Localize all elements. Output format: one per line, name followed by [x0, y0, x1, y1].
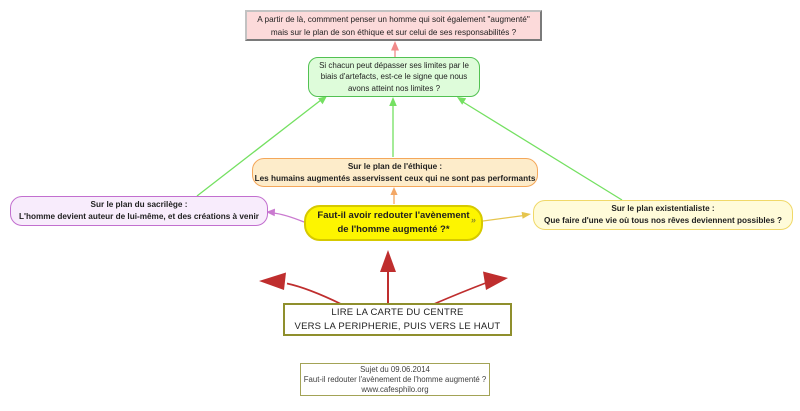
arrowhead — [389, 97, 397, 106]
node-text-line: Les humains augmentés asservissent ceux … — [254, 173, 536, 183]
node-text-line: L'homme devient auteur de lui-même, et d… — [19, 212, 259, 221]
node-text-line: Si chacun peut dépasser ses limites par … — [319, 60, 469, 70]
node-text-line: Sur le plan du sacrilège : — [90, 200, 188, 209]
node-text-line: avons atteint nos limites ? — [347, 83, 441, 93]
legend-text-line: VERS LA PERIPHERIE, PUIS VERS LE HAUT — [294, 320, 501, 332]
link-central-to-existentialist — [482, 214, 525, 222]
arrowhead — [391, 41, 399, 51]
arrowhead — [380, 250, 396, 272]
node-limits-question[interactable]: Si chacun peut dépasser ses limites par … — [308, 57, 480, 97]
node-sacrilege[interactable]: Sur le plan du sacrilège : L'homme devie… — [10, 196, 268, 226]
read-direction-arrow-left — [286, 282, 342, 305]
node-top-question[interactable]: A partir de là, commment penser un homme… — [245, 10, 542, 41]
footer-subject-title: Faut-il redouter l'avènement de l'homme … — [303, 374, 487, 384]
node-link-arrow-icon: » — [470, 215, 477, 225]
legend-text-line: LIRE LA CARTE DU CENTRE — [331, 306, 464, 318]
node-central-question[interactable]: Faut-il avoir redouter l'avènement de l'… — [304, 205, 483, 241]
arrowhead — [318, 96, 327, 105]
footer-website: www.cafesphilo.org — [361, 384, 429, 394]
legend-box: LIRE LA CARTE DU CENTRE VERS LA PERIPHER… — [283, 303, 512, 336]
node-text-line: biais d'artefacts, est-ce le signe que n… — [320, 72, 468, 82]
footer-subject-date: Sujet du 09.06.2014 — [360, 364, 430, 374]
link-sacrilege-to-limits — [196, 99, 322, 197]
link-central-to-sacrilege — [272, 212, 305, 223]
arrowhead — [457, 97, 467, 105]
node-text-line: Sur le plan existentialiste : — [611, 204, 715, 213]
footer-box: Sujet du 09.06.2014 Faut-il redouter l'a… — [300, 363, 490, 396]
node-text-line: Que faire d'une vie où tous nos rêves de… — [543, 216, 783, 225]
node-text-line: mais sur le plan de son éthique et sur c… — [270, 27, 517, 37]
read-direction-arrow-right — [433, 281, 488, 305]
arrowhead — [390, 187, 398, 195]
node-text-line: A partir de là, commment penser un homme… — [257, 14, 530, 24]
arrowhead — [266, 208, 275, 217]
arrowhead — [259, 272, 286, 290]
link-existentialist-to-limits — [462, 101, 623, 201]
arrowhead — [521, 211, 531, 219]
node-existentialist[interactable]: Sur le plan existentialiste : Que faire … — [533, 200, 793, 230]
arrowhead — [483, 271, 508, 290]
node-text-line: Sur le plan de l'éthique : — [347, 161, 443, 171]
node-text-line: de l'homme augmenté ?* — [337, 224, 450, 235]
node-ethics[interactable]: Sur le plan de l'éthique : Les humains a… — [252, 158, 538, 187]
node-text-line: Faut-il avoir redouter l'avènement — [317, 210, 470, 221]
